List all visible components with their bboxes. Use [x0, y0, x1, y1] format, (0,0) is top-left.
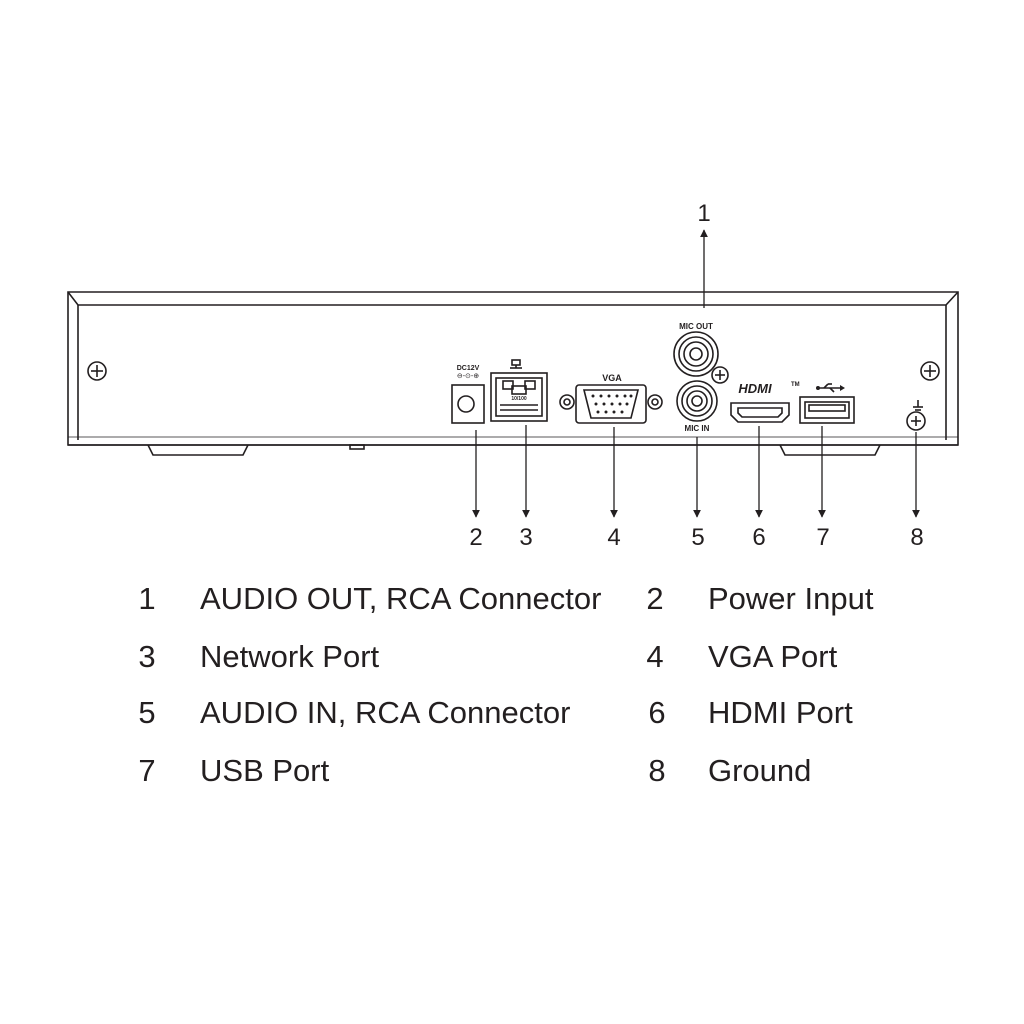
power-input-port: DC12V ⊖-⊙-⊕ [451, 365, 485, 424]
usb-icon [816, 383, 845, 393]
legend-number: 4 [646, 639, 664, 674]
legend-text: AUDIO OUT, RCA Connector [200, 581, 602, 616]
usb-port [799, 383, 855, 424]
mic-out-label: MIC OUT [679, 322, 713, 331]
callout-4: 4 [607, 524, 620, 551]
legend-number: 2 [646, 581, 664, 616]
svg-text:⊖-⊙-⊕: ⊖-⊙-⊕ [457, 373, 479, 380]
legend-number: 8 [648, 753, 666, 788]
network-icon [510, 359, 522, 369]
callout-8: 8 [910, 524, 923, 551]
legend-text: Network Port [200, 639, 380, 674]
legend-number: 6 [648, 695, 666, 730]
ground-terminal [906, 400, 926, 431]
chassis [67, 291, 959, 456]
dc-label: DC12V [457, 365, 480, 372]
vga-port: VGA [559, 373, 663, 424]
legend-number: 3 [138, 639, 156, 674]
legend-text: Power Input [708, 581, 874, 616]
legend-row: 3 Network Port 4 VGA Port [0, 637, 1024, 677]
callout-lines [472, 229, 920, 518]
callout-6: 6 [752, 524, 765, 551]
legend-text: HDMI Port [708, 695, 853, 730]
callout-1: 1 [697, 200, 710, 227]
mic-in-label: MIC IN [685, 424, 710, 433]
hdmi-port: HDMI TM [730, 381, 800, 423]
legend-number: 5 [138, 695, 156, 730]
legend-row: 5 AUDIO IN, RCA Connector 6 HDMI Port [0, 693, 1024, 733]
legend-number: 1 [138, 581, 156, 616]
audio-in-rca-connector: MIC IN [676, 380, 718, 433]
callout-7: 7 [816, 524, 829, 551]
callout-3: 3 [519, 524, 532, 551]
audio-out-rca-connector: MIC OUT [673, 322, 719, 377]
legend-text: VGA Port [708, 639, 838, 674]
legend-text: AUDIO IN, RCA Connector [200, 695, 571, 730]
port-legend: 1 AUDIO OUT, RCA Connector 2 Power Input… [0, 575, 1024, 805]
center-screw-icon [711, 366, 729, 384]
left-screw-icon [87, 361, 107, 381]
legend-text: USB Port [200, 753, 330, 788]
nvr-rear-panel-diagram: DC12V ⊖-⊙-⊕ 10/100 VGA [67, 200, 959, 551]
legend-text: Ground [708, 753, 812, 788]
network-port: 10/100 [490, 359, 548, 422]
right-screw-icon [920, 361, 940, 381]
callout-5: 5 [691, 524, 704, 551]
hdmi-tm-label: TM [791, 382, 800, 388]
ground-icon [913, 400, 923, 411]
legend-row: 7 USB Port 8 Ground [0, 751, 1024, 791]
lan-label: 10/100 [511, 396, 527, 402]
callout-2: 2 [469, 524, 482, 551]
legend-number: 7 [138, 753, 156, 788]
legend-row: 1 AUDIO OUT, RCA Connector 2 Power Input [0, 579, 1024, 619]
vga-label: VGA [602, 373, 622, 383]
hdmi-logo: HDMI [738, 381, 772, 396]
